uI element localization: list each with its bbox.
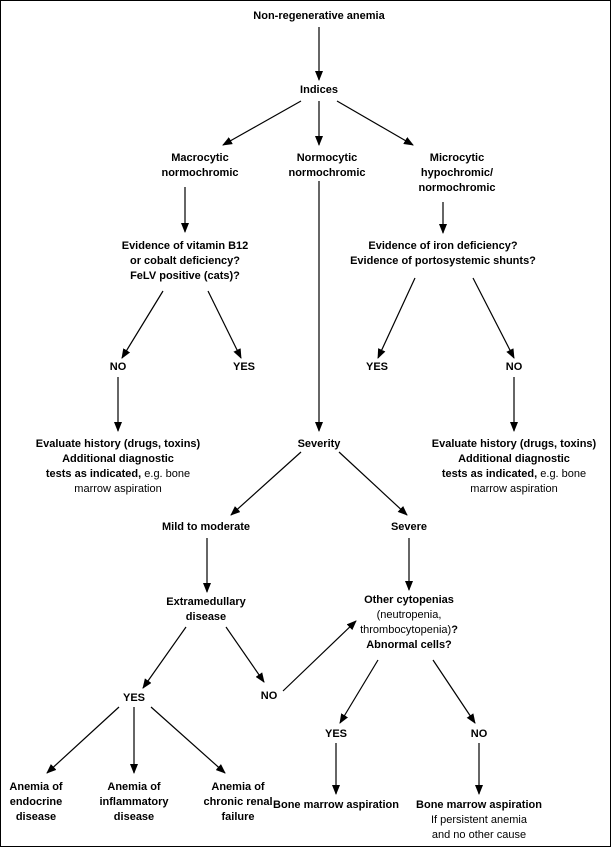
- arrow-severity-mild: [230, 451, 302, 516]
- arrow-indices-micro: [336, 100, 414, 146]
- node-yes-cytopenias: YES: [324, 728, 348, 740]
- arrow-no-cyto: [282, 620, 357, 692]
- node-severe: Severe: [390, 521, 428, 533]
- arrow-cyto-yes: [339, 659, 379, 724]
- node-extramedullary: Extramedullary disease: [166, 596, 246, 623]
- node-normocytic: Normocytic normochromic: [288, 152, 366, 179]
- node-no-left: NO: [109, 361, 127, 373]
- node-macrocytic: Macrocytic normochromic: [161, 152, 239, 179]
- node-evaluate-right: Evaluate history (drugs, toxins) Additio…: [431, 438, 597, 495]
- arrow-indices-macro: [222, 100, 302, 146]
- arrow-extramed-no: [225, 626, 265, 683]
- node-anemia-endocrine: Anemia of endocrine disease: [9, 781, 63, 823]
- node-other-cytopenias: Other cytopenias (neutropenia, thrombocy…: [360, 594, 458, 651]
- arrow-severity-severe: [338, 451, 408, 516]
- node-indices: Indices: [300, 84, 338, 96]
- node-bone-marrow-no: Bone marrow aspiration If persistent ane…: [416, 799, 542, 841]
- arrow-b12-yes: [207, 290, 242, 359]
- node-anemia-inflammatory: Anemia of inflammatory disease: [99, 781, 169, 823]
- arrow-iron-yes: [377, 277, 416, 359]
- arrow-b12-no: [121, 290, 164, 359]
- node-b12-question: Evidence of vitamin B12 or cobalt defici…: [121, 240, 249, 282]
- node-yes-left: YES: [232, 361, 256, 373]
- node-evaluate-left: Evaluate history (drugs, toxins) Additio…: [35, 438, 201, 495]
- node-severity: Severity: [297, 438, 341, 450]
- node-anemia-renal: Anemia of chronic renal failure: [203, 781, 273, 823]
- node-mild-moderate: Mild to moderate: [161, 521, 251, 533]
- node-bone-marrow-yes: Bone marrow aspiration: [273, 799, 399, 811]
- node-yes-right: YES: [365, 361, 389, 373]
- arrow-iron-no: [472, 277, 515, 359]
- node-yes-extramedullary: YES: [122, 692, 146, 704]
- node-no-right: NO: [505, 361, 523, 373]
- node-microcytic: Microcytic hypochromic/ normochromic: [418, 152, 496, 194]
- arrow-extramed-yes: [142, 626, 187, 689]
- node-iron-question: Evidence of iron deficiency? Evidence of…: [350, 240, 536, 267]
- arrow-yes-renal: [150, 706, 226, 774]
- arrow-yes-endocrine: [46, 706, 120, 774]
- arrow-cyto-no: [432, 659, 476, 724]
- node-no-extramedullary: NO: [260, 690, 278, 702]
- node-no-cytopenias: NO: [470, 728, 488, 740]
- node-root: Non-regenerative anemia: [253, 10, 385, 22]
